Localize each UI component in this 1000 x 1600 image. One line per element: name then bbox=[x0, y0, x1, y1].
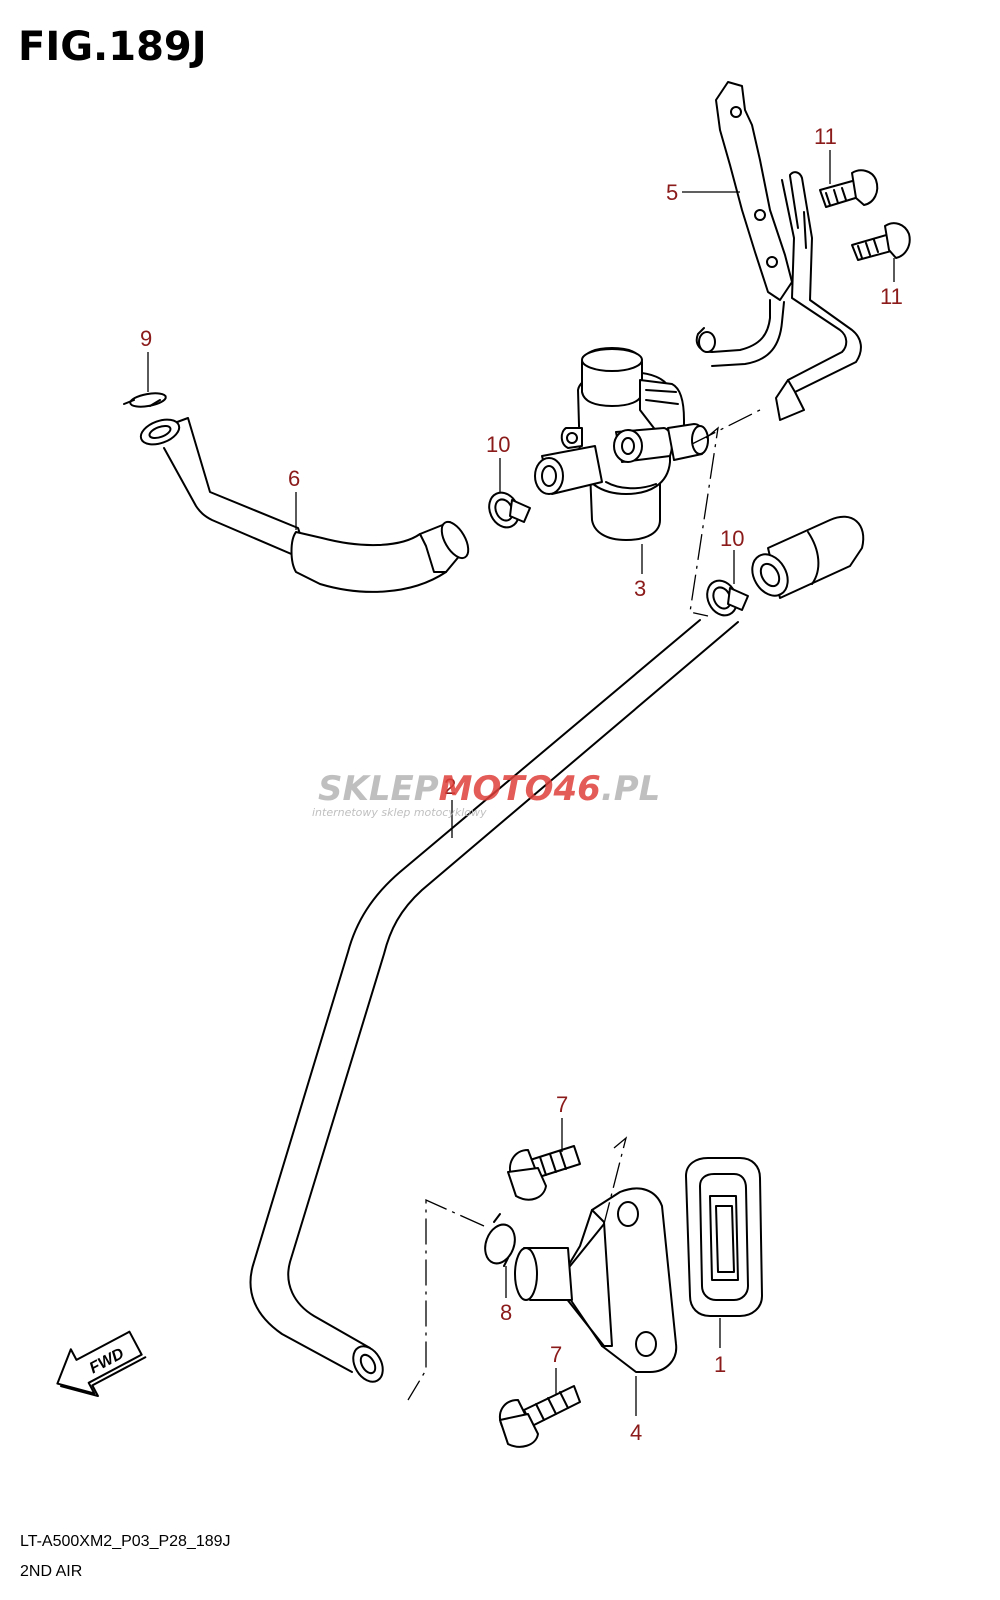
part-6-hose[interactable] bbox=[137, 415, 473, 593]
callout-11-upper: 11 bbox=[814, 124, 837, 149]
figure-title: FIG.189J bbox=[18, 24, 207, 70]
part-2-long-hose[interactable] bbox=[249, 515, 865, 1387]
part-11-bolt-upper[interactable] bbox=[819, 169, 879, 208]
callout-10-upper: 10 bbox=[486, 432, 510, 457]
callout-11-lower: 11 bbox=[880, 284, 903, 309]
callout-8: 8 bbox=[500, 1300, 512, 1325]
connection-lines bbox=[407, 407, 765, 1401]
callout-4: 4 bbox=[630, 1420, 642, 1445]
callout-7-upper: 7 bbox=[556, 1092, 568, 1117]
part-8-o-ring[interactable] bbox=[480, 1213, 520, 1268]
svg-text:SKLEPMOTO46.PL: SKLEPMOTO46.PL bbox=[318, 769, 660, 809]
part-3-air-valve[interactable] bbox=[534, 347, 709, 541]
watermark-prefix: SKLEP bbox=[318, 769, 439, 809]
watermark-highlight: MOTO bbox=[439, 769, 554, 809]
watermark-suffix: .PL bbox=[601, 769, 661, 809]
part-7-bolt-upper[interactable] bbox=[507, 1145, 581, 1201]
part-10-clamp-upper[interactable] bbox=[484, 488, 531, 532]
callout-labels: 9 6 10 3 5 11 11 10 2 7 1 8 7 4 bbox=[140, 124, 903, 1445]
callout-6: 6 bbox=[288, 466, 300, 491]
fwd-arrow-icon: FWD bbox=[56, 1330, 147, 1397]
figure-code: LT-A500XM2_P03_P28_189J bbox=[20, 1533, 231, 1550]
callout-7-lower: 7 bbox=[550, 1342, 562, 1367]
part-4-reed-cover[interactable] bbox=[514, 1187, 678, 1373]
part-7-bolt-lower[interactable] bbox=[499, 1385, 581, 1448]
part-5-bracket-pipe[interactable] bbox=[695, 81, 862, 421]
watermark-logo: SKLEPMOTO46.PL internetowy sklep motocyk… bbox=[312, 769, 660, 819]
watermark-tagline: internetowy sklep motocyklowy bbox=[312, 806, 487, 819]
callout-5: 5 bbox=[666, 180, 678, 205]
callout-3: 3 bbox=[634, 576, 646, 601]
part-10-clamp-lower[interactable] bbox=[702, 576, 749, 620]
callout-2: 2 bbox=[444, 774, 456, 799]
leader-lines bbox=[147, 150, 895, 1416]
callout-9: 9 bbox=[140, 326, 152, 351]
watermark-number: 46 bbox=[553, 769, 601, 809]
part-9-clip[interactable] bbox=[123, 391, 167, 409]
part-1-gasket[interactable] bbox=[685, 1157, 763, 1317]
part-11-bolt-lower[interactable] bbox=[851, 222, 911, 261]
callout-10-lower: 10 bbox=[720, 526, 744, 551]
figure-name: 2ND AIR bbox=[20, 1563, 82, 1580]
callout-1: 1 bbox=[714, 1352, 726, 1377]
